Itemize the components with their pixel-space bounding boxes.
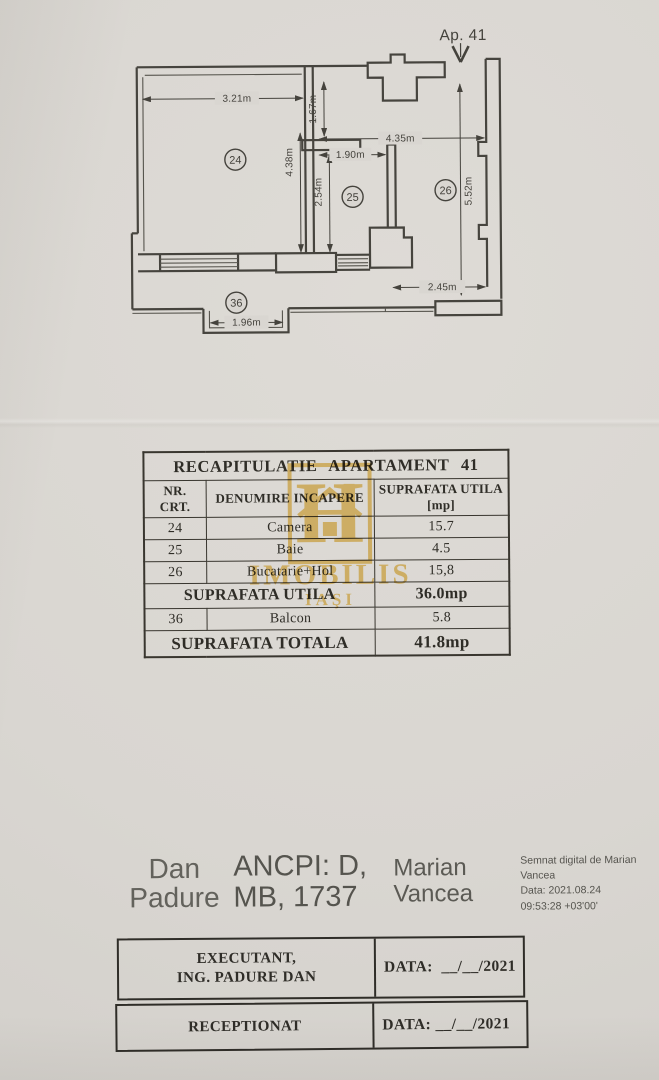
stamp-line-2: Vancea bbox=[520, 869, 556, 882]
signature-ancpi-authorization: ANCPI: D, MB, 1737 bbox=[233, 849, 373, 914]
cell-area: 5.8 bbox=[374, 606, 510, 630]
cell-nr: 25 bbox=[143, 539, 207, 562]
inner-wall-lines bbox=[132, 73, 434, 329]
receptionat-box-label: RECEPTIONAT bbox=[117, 1004, 372, 1050]
ancpi-line-2: MB, 1737 bbox=[233, 880, 358, 914]
svg-text:26: 26 bbox=[439, 185, 451, 197]
receptionat-box: RECEPTIONAT DATA: __/__/2021 bbox=[115, 1000, 529, 1053]
cell-name: Bucatarie+Hol bbox=[206, 560, 375, 584]
recap-table-title: RECAPITULATIE APARTAMENT 41 bbox=[143, 449, 509, 481]
receptionat-data-field: DATA: __/__/2021 bbox=[372, 1002, 527, 1048]
utila-label: SUPRAFATA UTILA bbox=[144, 582, 375, 609]
dim-baie-height: 2.54m bbox=[313, 178, 324, 207]
totala-value: 41.8mp bbox=[374, 628, 510, 656]
stamp-line-3: Data: 2021.08.24 bbox=[520, 884, 602, 898]
executant-label-line-2: ING. PADURE DAN bbox=[176, 969, 317, 987]
table-row-baie: 25 Baie 4.5 bbox=[143, 537, 510, 562]
table-row-balcon: 36 Balcon 5.8 bbox=[144, 606, 510, 631]
receptionat-label-line-1: RECEPTIONAT bbox=[188, 1017, 302, 1035]
cell-nr: 24 bbox=[143, 517, 206, 540]
entry-arrow-icon bbox=[451, 43, 470, 63]
stamp-line-1: Semnat digital de Marian bbox=[520, 853, 637, 867]
cell-name: Balcon bbox=[206, 607, 375, 631]
executant-data-field: DATA: __/__/2021 bbox=[373, 937, 524, 997]
cell-name: Baie bbox=[205, 538, 375, 562]
room-badges: 24 25 26 36 bbox=[224, 148, 457, 314]
dim-balcon-opening: 1.96m bbox=[232, 317, 261, 328]
signer-last-name: Vancea bbox=[393, 880, 474, 908]
stamp-line-4: 09:53:28 +03'00' bbox=[520, 899, 598, 913]
cell-name: Camera bbox=[205, 516, 374, 540]
cell-area: 15,8 bbox=[374, 559, 510, 583]
floor-plan: Ap. 41 3.21m 1.67m bbox=[130, 27, 503, 334]
executant-label-line-1: EXECUTANT, bbox=[196, 950, 297, 967]
ancpi-line-1: ANCPI: D, bbox=[233, 849, 368, 883]
dim-right-height: 5.52m bbox=[463, 177, 474, 206]
dim-camera-width: 3.21m bbox=[222, 94, 251, 105]
dimension-label-backgrounds bbox=[214, 91, 466, 329]
dim-bucatarie-width: 2.45m bbox=[428, 282, 457, 293]
table-row-suprafata-utila: SUPRAFATA UTILA 36.0mp bbox=[144, 581, 510, 609]
svg-text:36: 36 bbox=[230, 298, 242, 310]
signature-signer-name: Marian Vancea bbox=[393, 854, 493, 908]
recap-table: RECAPITULATIE APARTAMENT 41 NR. CRT. DEN… bbox=[142, 448, 511, 659]
room-badge-balcon: 36 bbox=[225, 291, 248, 314]
svg-text:25: 25 bbox=[346, 192, 358, 204]
totala-label: SUPRAFATA TOTALA bbox=[144, 629, 375, 658]
col-header-nr-crt: NR. CRT. bbox=[143, 480, 206, 518]
dim-hol-width: 1.67m bbox=[308, 95, 319, 124]
cell-area: 15.7 bbox=[373, 515, 510, 539]
utila-value: 36.0mp bbox=[374, 581, 510, 608]
svg-text:24: 24 bbox=[229, 155, 241, 167]
signer-first-name: Marian bbox=[393, 854, 467, 882]
table-row-suprafata-totala: SUPRAFATA TOTALA 41.8mp bbox=[144, 628, 510, 658]
signature-executant-name: Dan Padure bbox=[114, 852, 234, 914]
dim-top-width: 4.35m bbox=[386, 133, 415, 144]
cell-nr: 36 bbox=[144, 608, 207, 631]
dim-baie-width: 1.90m bbox=[336, 150, 365, 161]
executant-box: EXECUTANT, ING. PADURE DAN DATA: __/__/2… bbox=[116, 935, 526, 1001]
col-header-suprafata: SUPRAFATA UTILA [mp] bbox=[373, 478, 509, 517]
apartment-label: Ap. 41 bbox=[439, 27, 486, 44]
executant-first-name: Dan bbox=[148, 852, 201, 885]
col-header-denumire: DENUMIRE INCAPERE bbox=[205, 479, 374, 518]
room-badge-bucatarie: 26 bbox=[434, 178, 457, 202]
executant-last-name: Padure bbox=[129, 881, 220, 914]
executant-box-label: EXECUTANT, ING. PADURE DAN bbox=[119, 939, 374, 999]
room-badge-baie: 25 bbox=[341, 185, 364, 209]
digital-signature-stamp: Semnat digital de Marian Vancea Data: 20… bbox=[520, 853, 650, 915]
table-row-bucatarie-hol: 26 Bucatarie+Hol 15,8 bbox=[144, 559, 510, 584]
cell-area: 4.5 bbox=[373, 537, 510, 561]
table-row-camera: 24 Camera 15.7 bbox=[143, 515, 510, 540]
room-badge-camera: 24 bbox=[224, 148, 247, 171]
cell-nr: 26 bbox=[144, 561, 207, 584]
dim-camera-height: 4.38m bbox=[284, 148, 295, 177]
